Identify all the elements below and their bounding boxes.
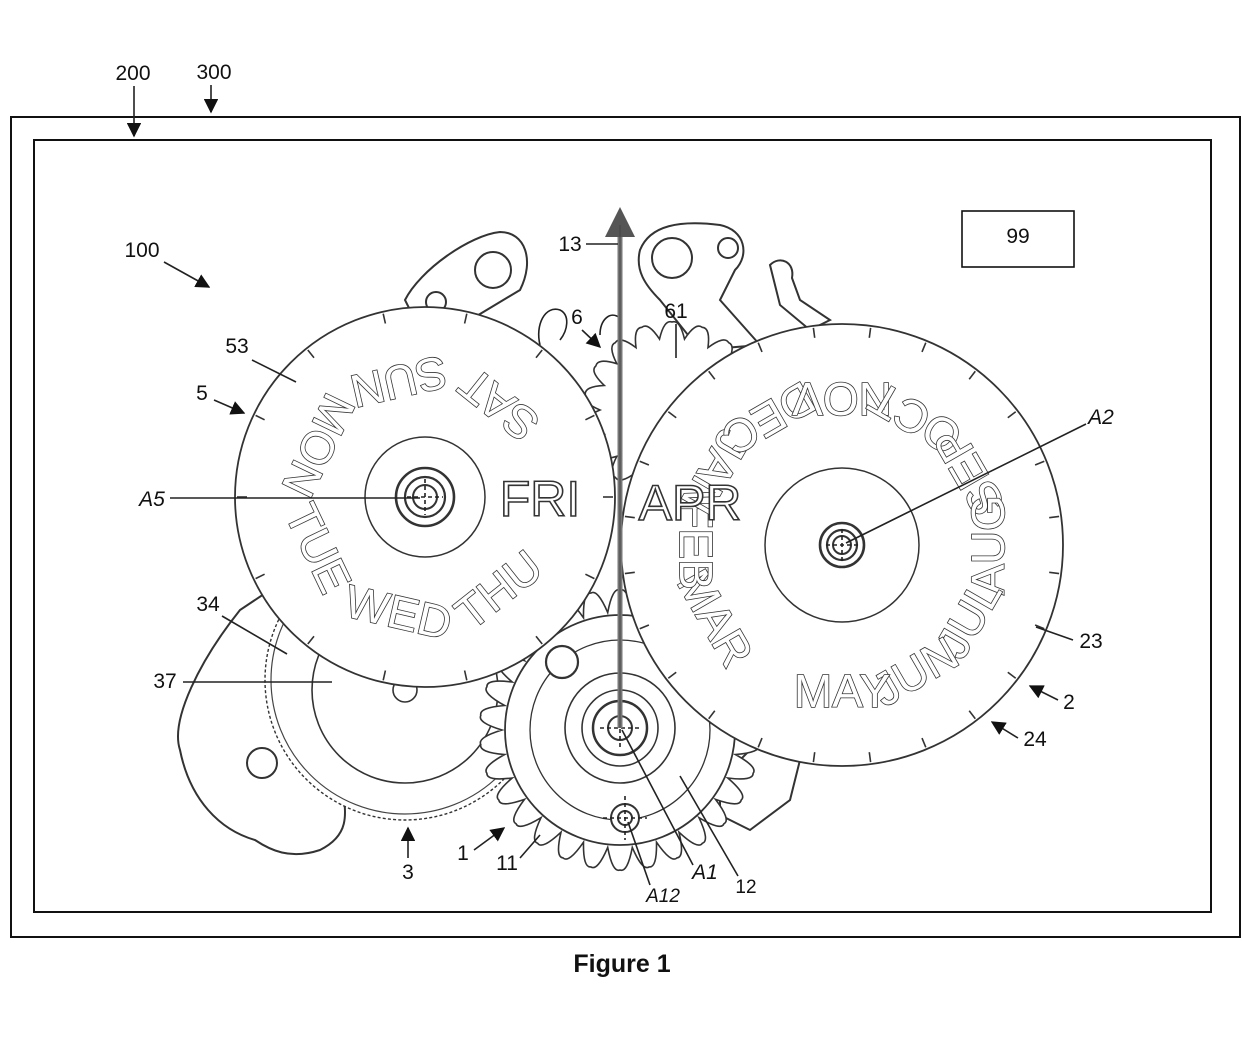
day-disc-ticks bbox=[237, 313, 613, 681]
reference-labels: 200 300 100 13 6 61 53 5 A5 A2 34 37 23 … bbox=[115, 61, 1114, 907]
label-53: 53 bbox=[225, 335, 248, 358]
disc-tick bbox=[624, 571, 635, 575]
month-may: MAY bbox=[794, 665, 890, 717]
outer-frame-300 bbox=[10, 116, 1241, 938]
disc-tick bbox=[868, 752, 872, 763]
disc-tick bbox=[1007, 411, 1017, 419]
label-23: 23 bbox=[1079, 630, 1102, 653]
disc-tick bbox=[708, 370, 716, 380]
inner-frame-200 bbox=[33, 139, 1212, 913]
label-11: 11 bbox=[496, 852, 518, 875]
disc-tick bbox=[255, 414, 265, 421]
disc-tick bbox=[639, 624, 650, 630]
disc-tick bbox=[968, 710, 976, 720]
figure-caption: Figure 1 bbox=[573, 950, 670, 978]
month-feb: FEB bbox=[670, 500, 722, 589]
disc-tick bbox=[382, 670, 387, 681]
label-200: 200 bbox=[115, 62, 150, 85]
label-5: 5 bbox=[196, 382, 208, 405]
disc-tick bbox=[624, 515, 635, 519]
disc-tick bbox=[307, 349, 315, 359]
component-box-label: 99 bbox=[1006, 225, 1029, 248]
label-A5: A5 bbox=[137, 488, 165, 511]
disc-tick bbox=[667, 671, 677, 679]
disc-tick bbox=[708, 710, 716, 720]
disc-tick bbox=[1049, 515, 1060, 519]
disc-tick bbox=[585, 573, 595, 580]
label-61: 61 bbox=[664, 300, 687, 323]
month-current: APR bbox=[639, 475, 742, 531]
disc-tick bbox=[463, 313, 468, 324]
month-nov: NOV bbox=[792, 373, 892, 425]
disc-tick bbox=[382, 313, 387, 324]
label-A12: A12 bbox=[645, 886, 680, 907]
label-A1: A1 bbox=[690, 861, 718, 884]
label-A2: A2 bbox=[1086, 406, 1114, 429]
disc-tick bbox=[812, 752, 816, 763]
label-3: 3 bbox=[402, 861, 414, 884]
disc-tick bbox=[757, 737, 763, 748]
disc-tick bbox=[1034, 624, 1045, 630]
disc-tick bbox=[535, 349, 543, 359]
disc-tick bbox=[1049, 571, 1060, 575]
label-37: 37 bbox=[153, 670, 176, 693]
month-aug: AUG bbox=[962, 495, 1014, 595]
label-2: 2 bbox=[1063, 691, 1075, 714]
disc-tick bbox=[868, 327, 872, 338]
day-current: FRI bbox=[500, 471, 581, 527]
disc-tick bbox=[639, 460, 650, 466]
label-24: 24 bbox=[1023, 728, 1047, 751]
month-disc-ticks bbox=[624, 327, 1060, 763]
label-6: 6 bbox=[571, 306, 583, 329]
disc-tick bbox=[1007, 671, 1017, 679]
label-1: 1 bbox=[457, 842, 469, 865]
disc-tick bbox=[255, 573, 265, 580]
disc-tick bbox=[585, 414, 595, 421]
disc-tick bbox=[307, 635, 315, 645]
disc-tick bbox=[921, 342, 927, 353]
disc-tick bbox=[667, 411, 677, 419]
disc-tick bbox=[968, 370, 976, 380]
disc-tick bbox=[812, 327, 816, 338]
label-13: 13 bbox=[558, 233, 581, 256]
disc-tick bbox=[1034, 460, 1045, 466]
label-12: 12 bbox=[735, 877, 756, 898]
label-34: 34 bbox=[196, 593, 220, 616]
disc-tick bbox=[535, 635, 543, 645]
disc-tick bbox=[921, 737, 927, 748]
disc-tick bbox=[757, 342, 763, 353]
disc-tick bbox=[463, 670, 468, 681]
label-100: 100 bbox=[124, 239, 159, 262]
label-300: 300 bbox=[196, 61, 231, 84]
component-box-99 bbox=[961, 210, 1075, 268]
